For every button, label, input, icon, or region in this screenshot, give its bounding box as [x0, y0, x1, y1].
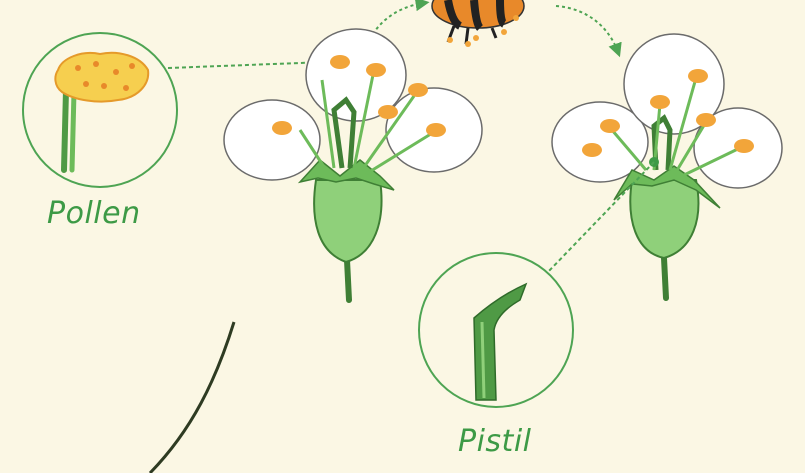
pistil-zoom-icon	[419, 253, 573, 407]
decorative-curve	[150, 322, 234, 473]
flower-before-pollination	[224, 29, 482, 300]
pistil-label: Pistil	[458, 424, 532, 459]
pollen-zoom-icon	[23, 33, 177, 187]
arrow-to-flower	[556, 6, 618, 52]
pollen-label: Pollen	[47, 196, 141, 231]
bee-icon	[432, 0, 524, 47]
pollen-connector	[168, 62, 326, 68]
flower-after-pollination	[552, 34, 782, 298]
